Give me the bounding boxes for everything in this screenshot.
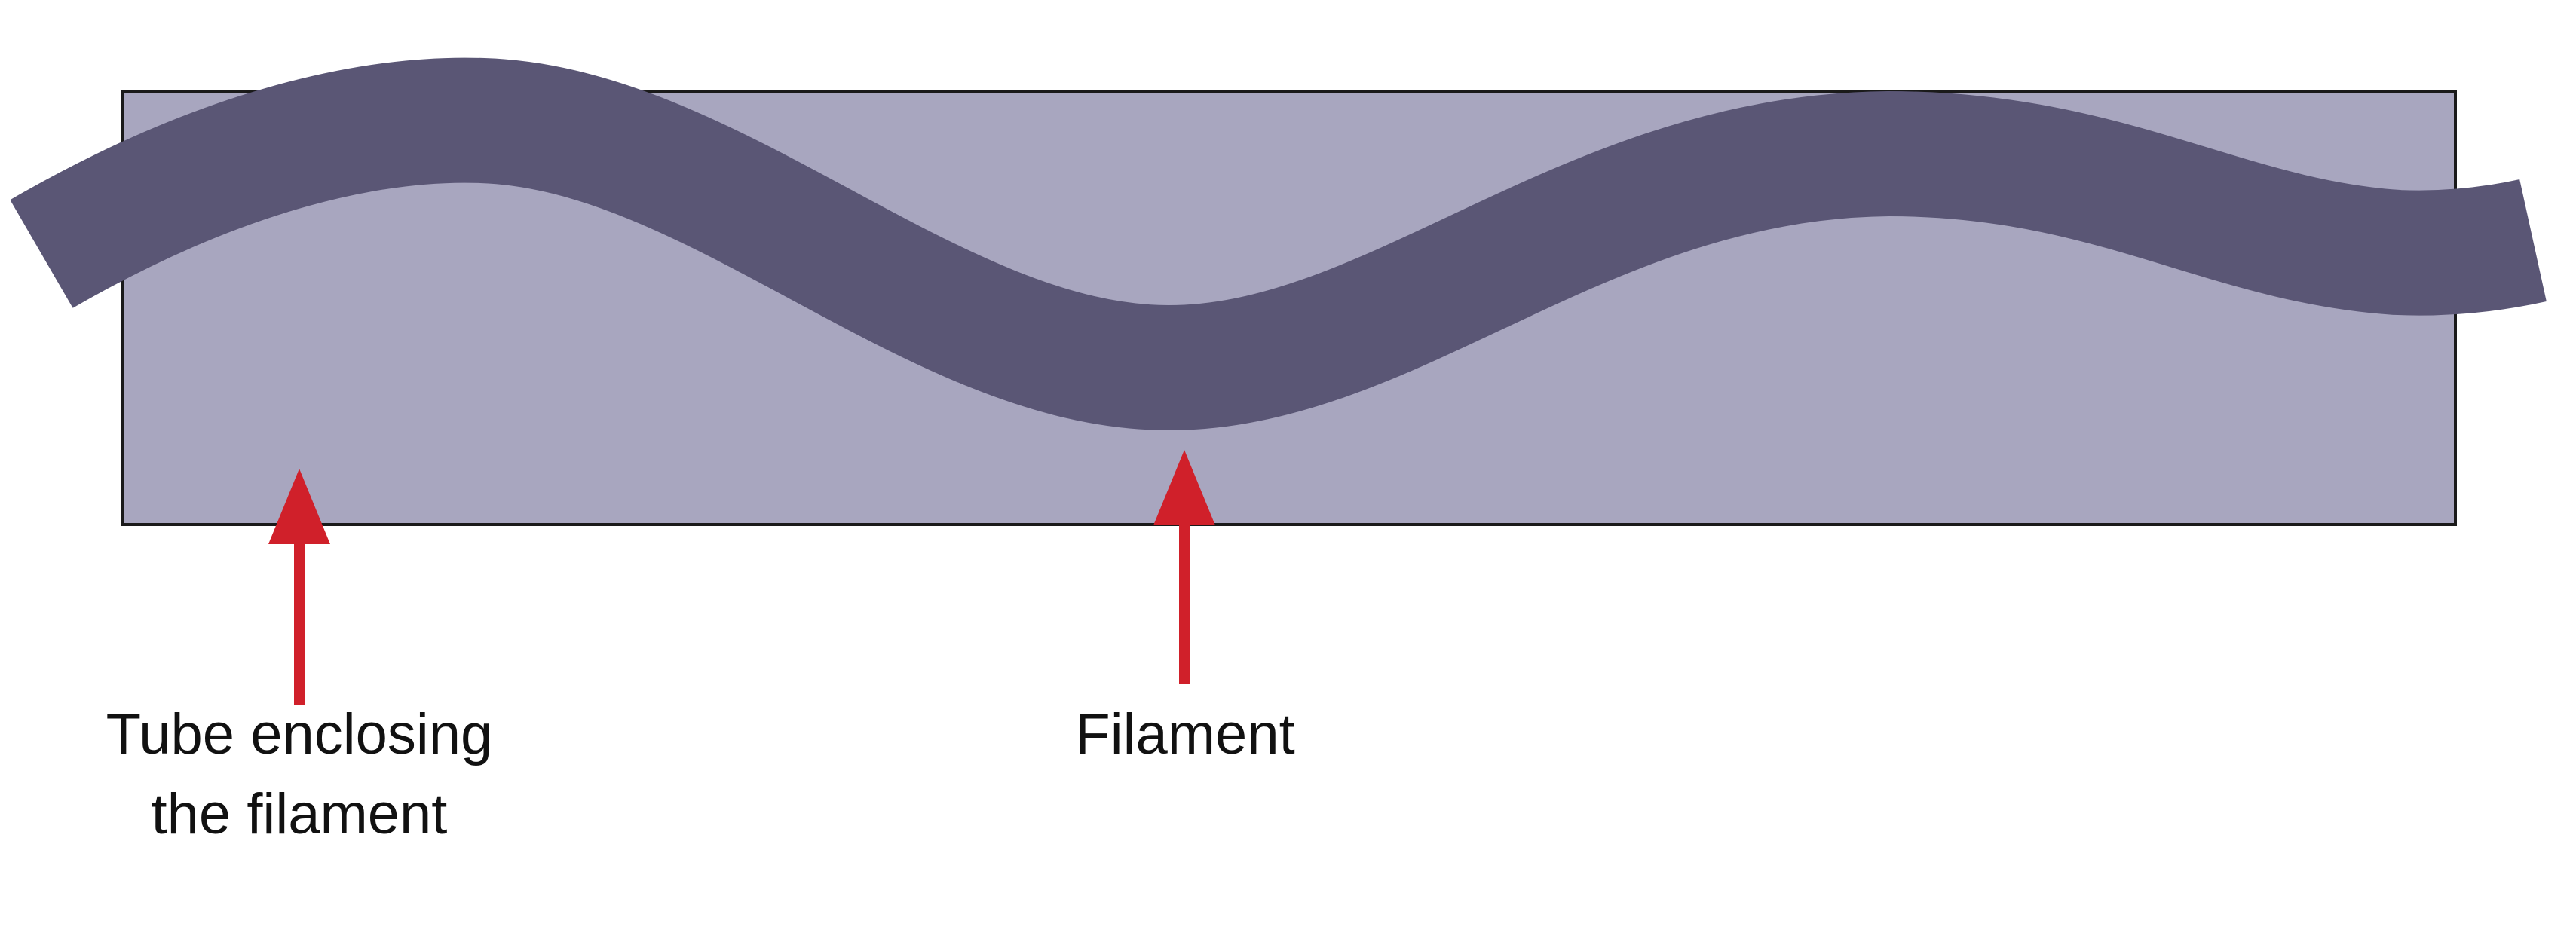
tube-label-line-1: Tube enclosing: [106, 702, 493, 766]
filament-arrow-head: [1153, 450, 1215, 525]
filament-label: Filament: [1075, 702, 1294, 766]
filament-arrow: [1153, 450, 1215, 684]
tube-label-line-2: the filament: [152, 782, 448, 846]
tube-arrow: [268, 469, 330, 705]
tube-arrow-head: [268, 469, 330, 544]
filament-band: [10, 57, 2547, 431]
